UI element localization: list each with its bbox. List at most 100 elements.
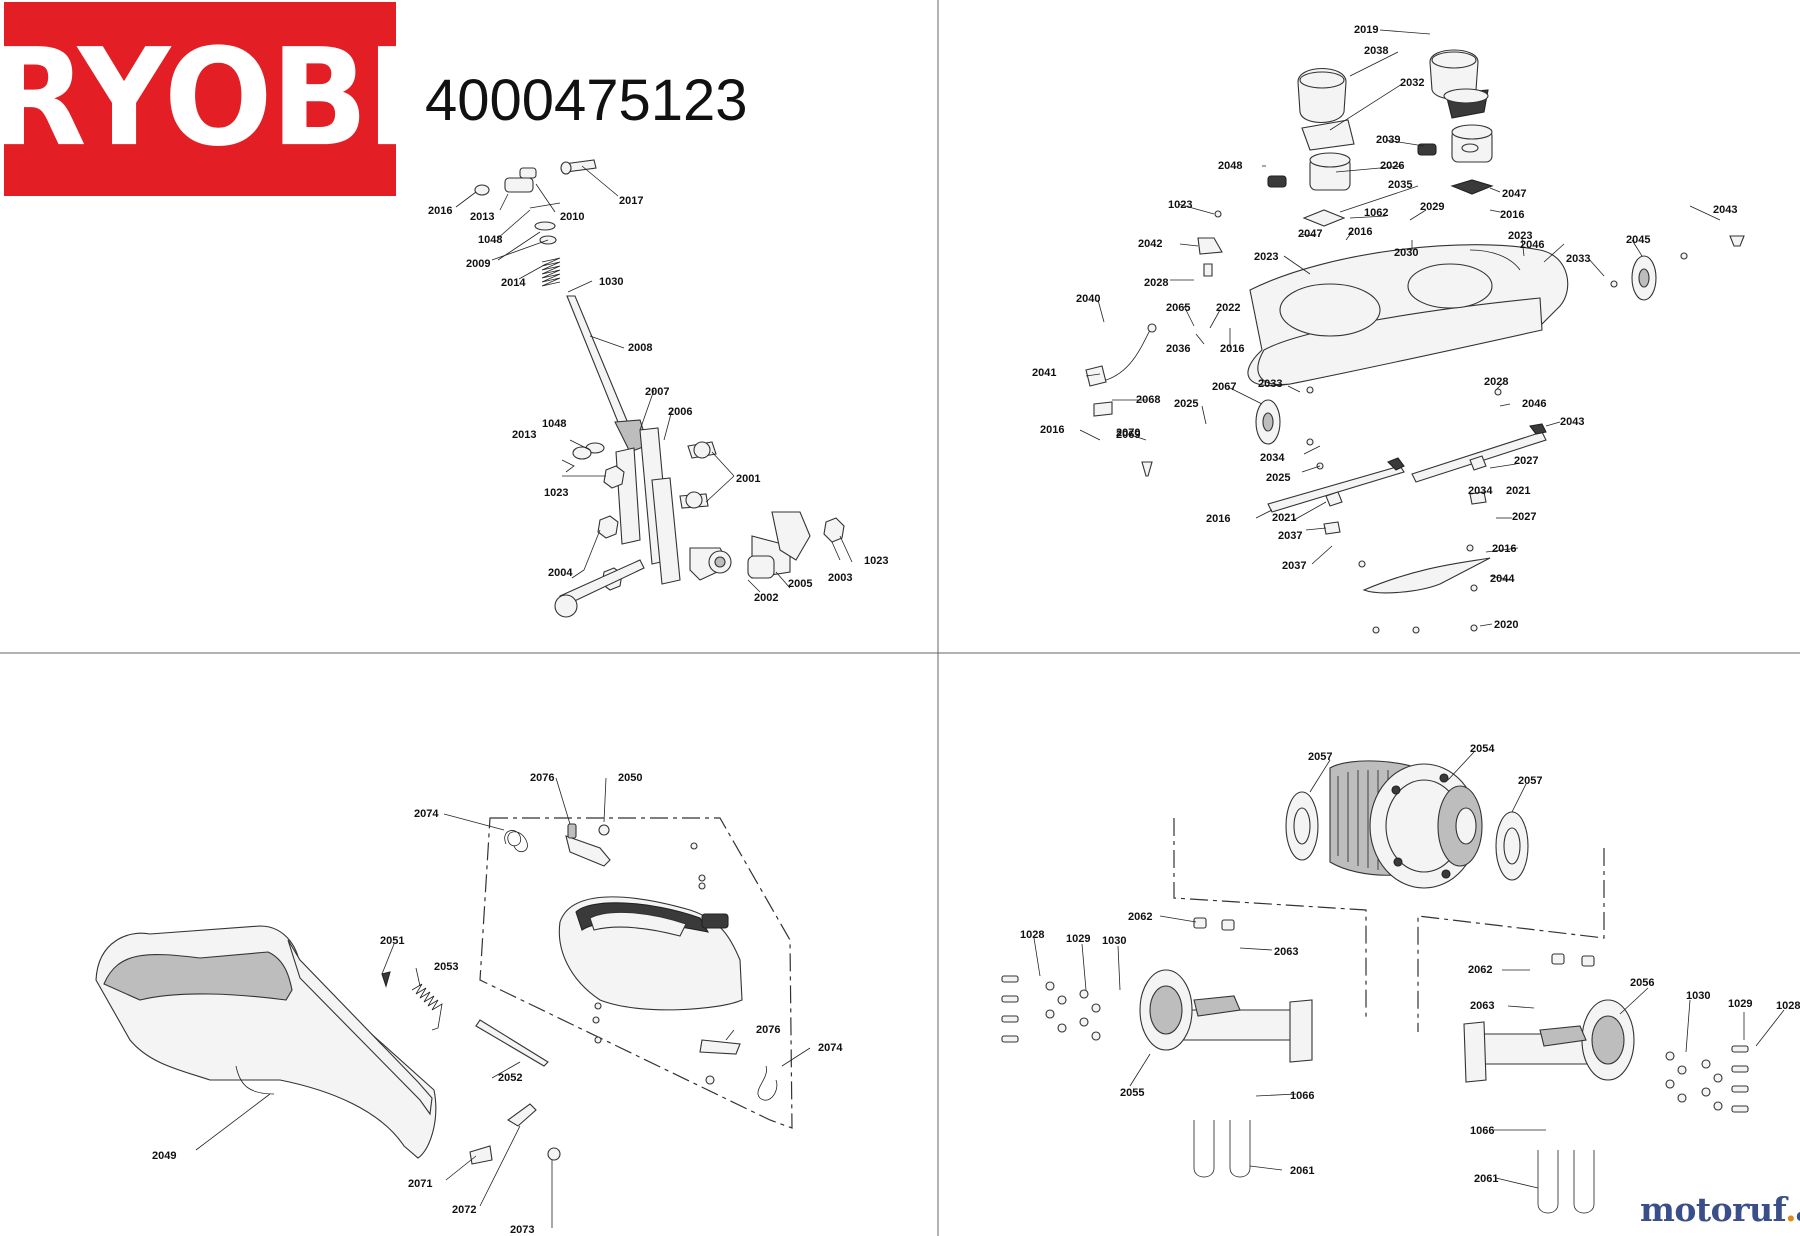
callout: 1023 xyxy=(864,555,888,567)
callout: 2033 xyxy=(1258,378,1282,390)
callout: 2047 xyxy=(1298,228,1322,240)
callout: 2046 xyxy=(1522,398,1546,410)
callout: 2074 xyxy=(414,808,439,820)
callout: 1023 xyxy=(544,487,568,499)
callout: 1029 xyxy=(1728,998,1752,1010)
callout: 1023 xyxy=(1168,199,1192,211)
blades xyxy=(1267,423,1547,594)
lever-rod xyxy=(566,295,649,453)
left-axle xyxy=(1139,969,1313,1063)
callout: 2076 xyxy=(756,1024,780,1036)
callout: 2026 xyxy=(1380,160,1404,172)
steering-lever-callouts: 2017 2016 2013 2010 1048 2009 2014 1030 … xyxy=(428,165,888,604)
callout: 2013 xyxy=(470,211,494,223)
grass-guard-drawing xyxy=(95,817,793,1165)
callout: 2061 xyxy=(1474,1173,1498,1185)
callout: 2016 xyxy=(1206,513,1230,525)
link-plates xyxy=(615,427,681,585)
callout: 2072 xyxy=(452,1204,476,1216)
callout: 2021 xyxy=(1272,512,1296,524)
callout: 2020 xyxy=(1494,619,1518,631)
callout: 2039 xyxy=(1376,134,1400,146)
callout: 2019 xyxy=(1354,24,1378,36)
callout: 1066 xyxy=(1290,1090,1314,1102)
callout: 2043 xyxy=(1560,416,1584,428)
callout: 2004 xyxy=(548,567,573,579)
right-link-boundary xyxy=(1417,848,1605,1032)
callout: 2047 xyxy=(1502,188,1526,200)
callout: 1030 xyxy=(599,276,623,288)
callout: 2063 xyxy=(1274,946,1298,958)
callout: 2008 xyxy=(628,342,652,354)
callout: 1048 xyxy=(542,418,566,430)
guard-hardware xyxy=(381,823,778,1165)
callout: 2065 xyxy=(1166,302,1190,314)
callout: 1028 xyxy=(1020,929,1044,941)
callout: 2035 xyxy=(1388,179,1412,191)
deck-housing xyxy=(1247,244,1569,387)
callout: 2054 xyxy=(1470,743,1495,755)
callout: 2033 xyxy=(1566,253,1590,265)
callout: 2069 xyxy=(1116,429,1140,441)
pulley-covers xyxy=(1297,49,1489,151)
callout: 2002 xyxy=(754,592,778,604)
callout: 2005 xyxy=(788,578,812,590)
ryobi-logo: RYOBI xyxy=(0,2,414,196)
spindle-housings xyxy=(1267,124,1494,227)
callout: 2057 xyxy=(1518,775,1542,787)
left-link-boundary xyxy=(1173,818,1367,1020)
callout: 2055 xyxy=(1120,1087,1144,1099)
mower-deck-callouts: 2019 2038 2032 2039 2048 2026 2035 2047 … xyxy=(1032,24,1737,631)
callout: 2016 xyxy=(428,205,452,217)
callout: 2050 xyxy=(618,772,642,784)
motor-gaskets xyxy=(1285,791,1529,881)
callout: 2014 xyxy=(501,277,526,289)
callout: 2006 xyxy=(668,406,692,418)
callout: 2025 xyxy=(1174,398,1198,410)
callout: 2063 xyxy=(1470,1000,1494,1012)
callout: 2017 xyxy=(619,195,643,207)
callout: 2010 xyxy=(560,211,584,223)
u-bolts xyxy=(1193,1120,1595,1214)
axle-fasteners xyxy=(1001,917,1749,1113)
callout: 2023 xyxy=(1254,251,1278,263)
callout: 2001 xyxy=(736,473,760,485)
callout: 2016 xyxy=(1220,343,1244,355)
callout: 2074 xyxy=(818,1042,843,1054)
callout: 2041 xyxy=(1032,367,1056,379)
watermark-word: motoruf xyxy=(1640,1190,1786,1229)
callout: 2007 xyxy=(645,386,669,398)
callout: 2071 xyxy=(408,1178,432,1190)
callout: 2052 xyxy=(498,1072,522,1084)
callout: 2067 xyxy=(1212,381,1236,393)
rear-axle-callouts: 2057 2054 2057 2062 2063 1028 1029 1030 … xyxy=(1020,743,1800,1189)
callout: 2073 xyxy=(510,1224,534,1236)
callout: 2016 xyxy=(1500,209,1524,221)
callout: 2016 xyxy=(1040,424,1064,436)
callout: 2044 xyxy=(1490,573,1515,585)
callout: 2021 xyxy=(1506,485,1530,497)
callout: 1030 xyxy=(1686,990,1710,1002)
callout: 2053 xyxy=(434,961,458,973)
callout: 2027 xyxy=(1512,511,1536,523)
rear-axle-drawing xyxy=(1001,760,1749,1214)
callout: 2023 xyxy=(1508,230,1532,242)
callout: 2070 xyxy=(1116,427,1140,439)
callout: 2043 xyxy=(1713,204,1737,216)
callout: 2042 xyxy=(1138,238,1162,250)
callout: 2040 xyxy=(1076,293,1100,305)
motoruf-watermark: motoruf.de xyxy=(1640,1190,1800,1229)
steering-lever-drawing xyxy=(474,159,845,618)
spring xyxy=(541,257,561,287)
callout: 1062 xyxy=(1364,207,1388,219)
callout: 2034 xyxy=(1260,452,1285,464)
upper-fittings xyxy=(474,159,597,245)
callout: 2076 xyxy=(530,772,554,784)
callout: 2034 xyxy=(1468,485,1493,497)
callout: 2013 xyxy=(512,429,536,441)
callout: 2046 xyxy=(1520,239,1544,251)
watermark-tld: de xyxy=(1796,1206,1800,1226)
callout: 1029 xyxy=(1066,933,1090,945)
rear-cover xyxy=(558,896,743,1011)
